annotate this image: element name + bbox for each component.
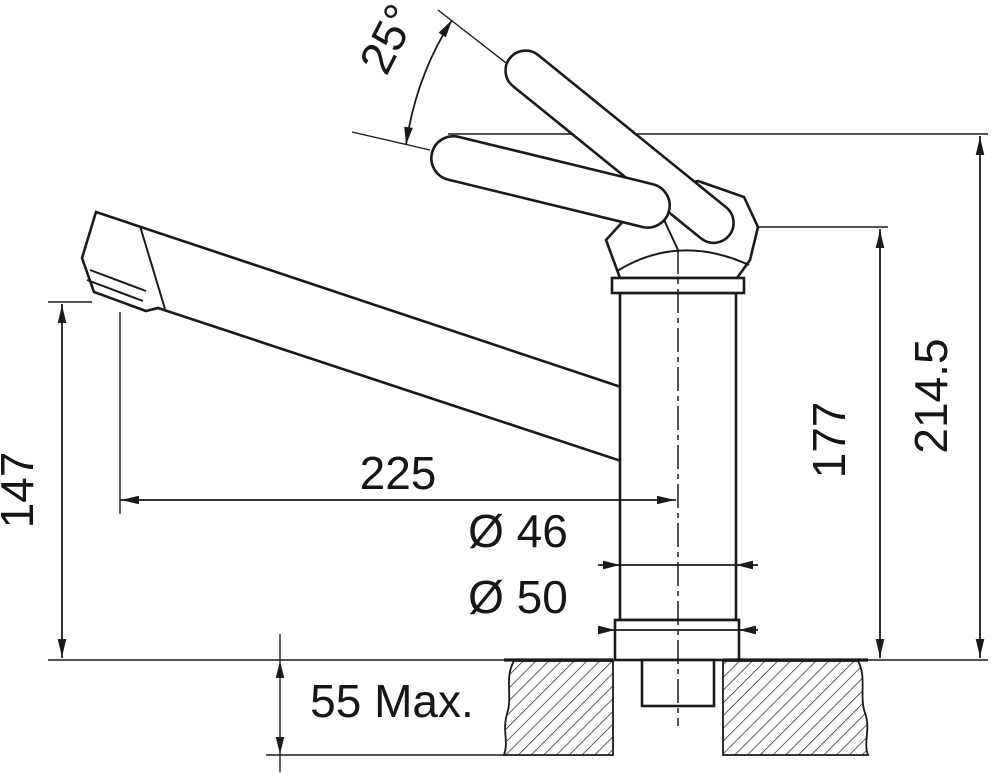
arrowhead: [57, 639, 67, 657]
arrowhead: [275, 661, 285, 678]
lever-handle-horizontal: [430, 134, 671, 229]
faucet-outline: [80, 49, 760, 726]
arrowhead: [121, 495, 139, 505]
arrowhead: [603, 560, 620, 570]
countertop-section: [502, 658, 870, 756]
label-spout-height: 147: [0, 452, 43, 529]
counter-hatch-right: [722, 660, 870, 756]
spout-outline: [80, 210, 626, 464]
aerator-ring-line-1: [89, 269, 147, 292]
dimension-lines: [57, 19, 985, 754]
lever-handle-raised: [504, 49, 735, 245]
arrowhead: [275, 737, 285, 754]
arrowhead: [875, 230, 885, 248]
base-flange: [613, 618, 741, 662]
arrowhead: [57, 305, 67, 323]
label-max-counter-thickness: 55 Max.: [310, 675, 474, 727]
label-total-height: 214.5: [905, 338, 957, 453]
arrowhead: [875, 639, 885, 657]
label-handle-angle: 25°: [349, 0, 427, 82]
spout-head-joint-line: [139, 225, 166, 310]
arrowhead: [404, 126, 413, 145]
label-base-diameter: Ø 50: [468, 571, 568, 623]
arrowhead: [657, 495, 675, 505]
arrowhead: [975, 137, 985, 155]
angle-extension-line-upper: [437, 9, 511, 67]
aerator-ring-line-2: [86, 279, 144, 302]
housing-dome-curve: [616, 249, 750, 272]
dimension-labels: 225 Ø 46 Ø 50 55 Max. 147 177 214.5 25°: [0, 0, 957, 727]
counter-hatch-left: [502, 660, 614, 756]
arrowhead: [736, 560, 753, 570]
label-body-height: 177: [803, 402, 855, 479]
arrowhead: [975, 639, 985, 657]
arrowhead: [438, 20, 452, 38]
arrowhead: [739, 625, 756, 635]
arrowhead: [598, 625, 615, 635]
label-spout-reach: 225: [360, 447, 437, 499]
angle-extension-line-lower: [351, 131, 431, 151]
label-body-diameter: Ø 46: [468, 505, 568, 557]
